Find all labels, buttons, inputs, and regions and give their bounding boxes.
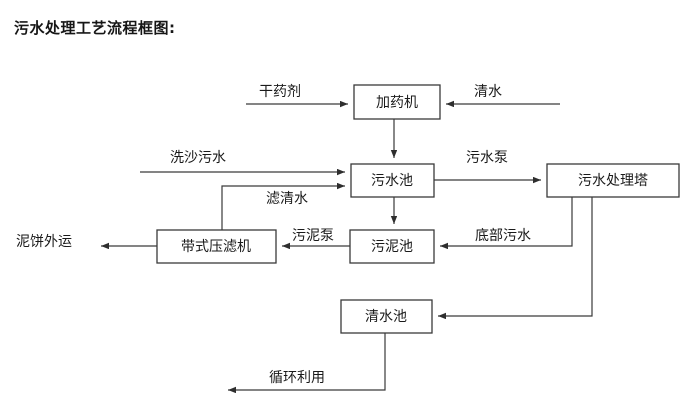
edge-label-recycle-reuse: 循环利用 [269,370,325,386]
terminal-sand-wash-sewage: 洗沙污水 [170,150,226,166]
terminal-mud-cake-output: 泥饼外运 [16,234,72,250]
edge-label-bottom-sewage: 底部污水 [475,228,531,244]
node-belt-filter-press[interactable]: 带式压滤机 [156,229,277,264]
node-treatment-tower[interactable]: 污水处理塔 [546,163,680,198]
flow-clear-water-to-recycle [228,333,386,394]
node-sludge-pool[interactable]: 污泥池 [349,229,435,264]
flow-filtered-water-to-sewage-pool [221,182,345,230]
node-dosing-machine-label: 加药机 [376,95,418,111]
flow-tower-to-clear-water-pool [438,197,593,320]
node-sewage-pool-label: 污水池 [371,173,413,189]
node-dosing-machine[interactable]: 加药机 [353,84,441,120]
node-sewage-pool[interactable]: 污水池 [350,163,435,198]
node-sludge-pool-label: 污泥池 [371,239,413,255]
node-clear-water-pool-label: 清水池 [365,309,407,325]
edge-label-sewage-pump: 污水泵 [466,150,508,166]
terminal-dry-reagent: 干药剂 [259,84,301,100]
node-treatment-tower-label: 污水处理塔 [578,173,648,189]
terminal-clean-water: 清水 [474,84,502,100]
edge-label-sludge-pump: 污泥泵 [292,228,334,244]
edge-label-filtered-clear-water: 滤清水 [266,191,308,207]
page-title: 污水处理工艺流程框图: [14,19,176,37]
node-clear-water-pool[interactable]: 清水池 [340,299,433,334]
flow-tower-to-sludge-pool [440,197,573,250]
node-belt-filter-press-label: 带式压滤机 [181,239,251,255]
